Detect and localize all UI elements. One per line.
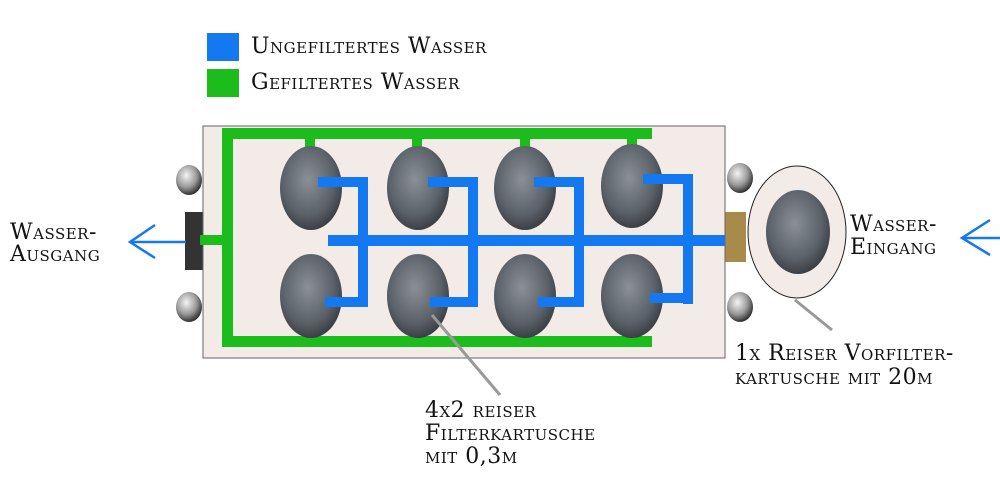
prefilter-label-line2: kartusche mit 20µ [735,365,934,390]
outlet-arrow-icon [127,223,186,260]
filter-cartridges [280,144,663,338]
legend-label-filtered: Gefiltertes Wasser [251,70,460,95]
legend-swatch-unfiltered [207,33,239,61]
inlet-label-line2: Eingang [850,235,937,260]
legend-swatch-filtered [207,69,239,97]
prefilter-label-line1: 1x Reiser Vorfilter- [735,341,954,366]
outlet-label-line2: Ausgang [10,242,101,267]
legend-label-unfiltered: Ungefiltertes Wasser [251,34,487,59]
inlet-fitting [724,212,746,262]
inlet-label-line1: Wasser- [850,212,937,237]
outlet-fitting [185,212,203,270]
prefilter [747,165,847,299]
inlet-arrow-icon [959,218,1000,257]
outlet-label-line1: Wasser- [10,220,97,245]
filter-callout-line [430,314,502,396]
filters-label-line2: Filterkartusche [425,421,596,446]
prefilter-callout-line [794,298,833,332]
filters-label-line1: 4x2 reiser [425,398,537,423]
mounting-nuts [176,163,753,322]
unfiltered-water-lines [318,174,725,307]
filters-label-line3: mit 0,3µ [425,444,518,469]
